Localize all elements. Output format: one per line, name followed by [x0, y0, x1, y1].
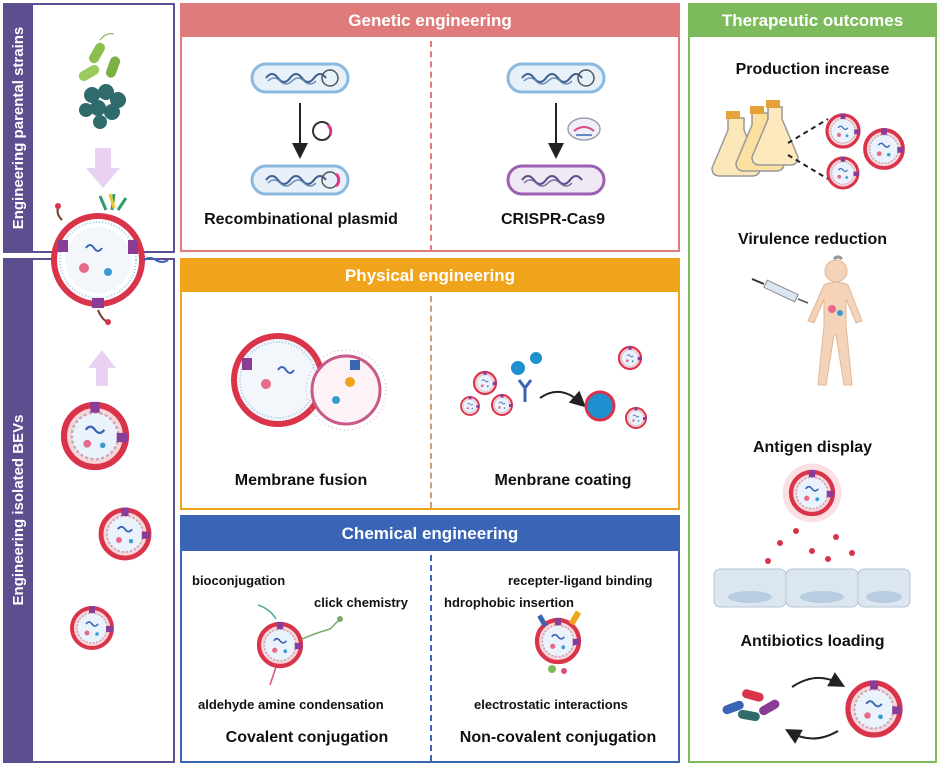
- noncovalent-conjugation-label: Non-covalent conjugation: [459, 729, 657, 746]
- bioconjugation-label: bioconjugation: [192, 573, 286, 588]
- zoom-line-top: [787, 118, 829, 144]
- coating-icon: [460, 344, 648, 429]
- bacterium-before-plasmid: [250, 62, 350, 94]
- bacterium-after-plasmid: [250, 164, 350, 196]
- down-arrow-icon: [86, 148, 120, 188]
- genetic-graphics: [250, 62, 606, 196]
- therapeutic-outcomes-panel: Therapeutic outcomes Production increase…: [688, 3, 937, 763]
- genetic-divider: [430, 41, 432, 251]
- zoom-line-bottom: [787, 154, 829, 180]
- chemical-divider: [430, 555, 432, 761]
- produced-vesicles-icon: [825, 111, 906, 190]
- aldehyde-label: aldehyde amine condensation: [198, 697, 384, 712]
- antigen-particles: [765, 528, 855, 564]
- crispr-cas9-label: CRISPR-Cas9: [500, 211, 606, 228]
- pills-icon: [722, 689, 780, 722]
- covalent-vesicle-icon: [259, 622, 302, 666]
- loaded-vesicle-icon: [848, 680, 901, 735]
- antibiotics-loading-label: Antibiotics loading: [740, 633, 885, 650]
- cell-monolayer-icon: [713, 568, 911, 608]
- loading-arrow-bottom: [784, 729, 839, 744]
- hydrophobic-insertion-label: hdrophobic insertion: [444, 595, 574, 610]
- chemical-engineering-title: Chemical engineering: [182, 517, 678, 551]
- covalent-conjugation-label: Covalent conjugation: [225, 729, 389, 746]
- chemical-graphics: [180, 604, 680, 686]
- isolated-vesicle-medium: [101, 508, 150, 558]
- aldehyde-linker: [269, 666, 277, 686]
- click-linker: [301, 618, 341, 640]
- click-chemistry-label: click chemistry: [314, 595, 408, 610]
- physical-divider: [430, 296, 432, 508]
- genetic-engineering-panel: Genetic engineering Recombinational plas…: [180, 3, 680, 252]
- up-arrow-icon: [88, 350, 116, 386]
- flask-icon: [711, 100, 799, 177]
- fusion-vesicles-icon: [231, 333, 387, 431]
- physical-engineering-title: Physical engineering: [182, 260, 678, 292]
- engineered-vesicle-icon: [51, 193, 169, 325]
- recombinational-plasmid-label: Recombinational plasmid: [204, 211, 398, 228]
- membrane-fusion-label: Membrane fusion: [234, 472, 368, 489]
- human-body-icon: [807, 255, 863, 386]
- isolated-vesicle-large: [64, 402, 128, 467]
- bioconjugation-linker: [257, 604, 277, 620]
- antigen-display-label: Antigen display: [752, 439, 873, 456]
- membrane-coating-label: Menbrane coating: [494, 472, 632, 489]
- production-increase-label: Production increase: [735, 61, 890, 78]
- electrostatic-label: electrostatic interactions: [474, 697, 628, 712]
- recepter-ligand-label: recepter-ligand binding: [508, 573, 653, 588]
- loading-arrow-top: [791, 672, 846, 688]
- bacterium-after-crispr: [506, 164, 606, 196]
- isolated-bevs-sidebar: [5, 260, 33, 761]
- bacterium-before-crispr: [506, 62, 606, 94]
- antigen-vesicle-icon: [782, 463, 842, 523]
- therapeutic-outcomes-title: Therapeutic outcomes: [690, 5, 935, 37]
- chemical-engineering-panel: Chemical engineering bioconjugation clic…: [180, 515, 680, 763]
- left-column-graphics: [51, 33, 169, 650]
- isolated-vesicle-small: [70, 604, 115, 650]
- physical-graphics: [231, 333, 648, 431]
- bacteria-icon: [78, 33, 121, 81]
- cas9-icon: [567, 117, 601, 141]
- syringe-icon: [751, 278, 809, 304]
- outcomes-graphics: [711, 100, 911, 744]
- virulence-reduction-label: Virulence reduction: [737, 231, 888, 248]
- cocci-cluster-icon: [79, 84, 126, 129]
- physical-engineering-panel: Physical engineering Membrane fusion Men…: [180, 258, 680, 510]
- genetic-engineering-title: Genetic engineering: [182, 5, 678, 37]
- parental-strains-sidebar: [5, 5, 33, 251]
